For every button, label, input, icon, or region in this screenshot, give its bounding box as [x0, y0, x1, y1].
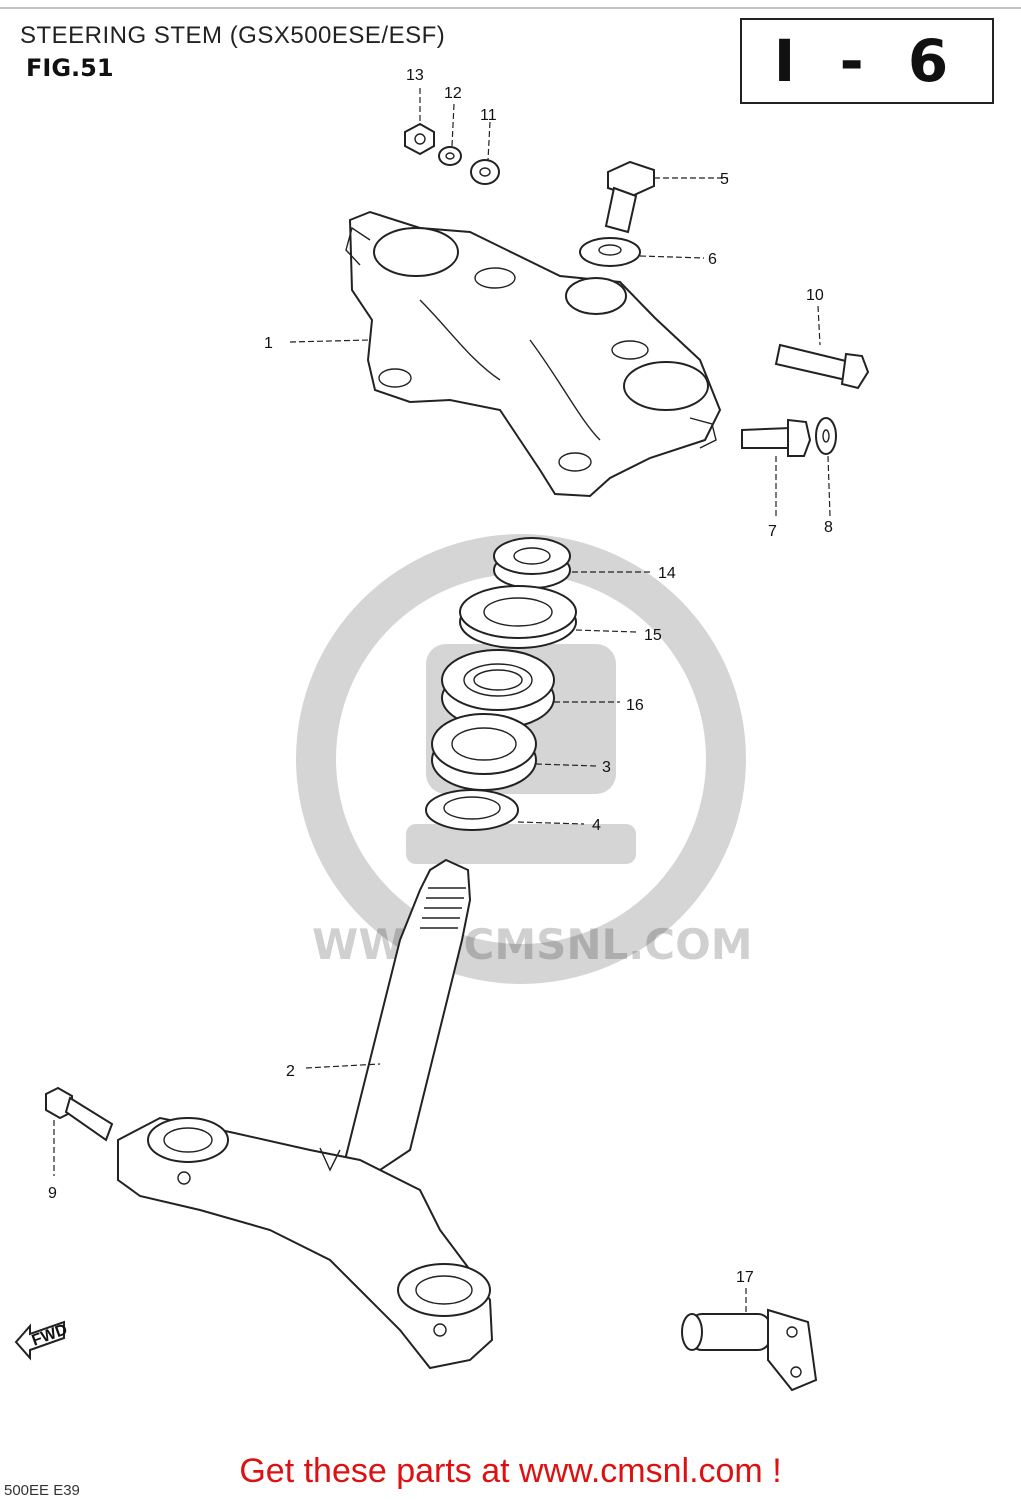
part-16-bearing [441, 649, 555, 729]
part-17-steering-lock [681, 1308, 818, 1392]
callout-11: 11 [480, 107, 497, 124]
callout-14: 14 [658, 565, 676, 582]
part-12-lock-washer [438, 146, 462, 166]
callout-5: 5 [720, 171, 729, 188]
callout-15: 15 [644, 627, 662, 644]
callout-8: 8 [824, 519, 833, 536]
callout-16: 16 [626, 697, 644, 714]
callout-4: 4 [592, 817, 601, 834]
part-13-nut [404, 122, 435, 156]
watermark-url: WWW.CMSNL.COM [312, 920, 753, 969]
part-11-washer [470, 159, 500, 185]
page-reference-box: I - 6 [740, 18, 994, 104]
callout-13: 13 [406, 67, 424, 84]
callout-17: 17 [736, 1269, 754, 1286]
callout-numbers: 1 2 3 4 5 6 7 8 9 10 11 12 13 14 15 16 1… [48, 67, 833, 1286]
page-title: STEERING STEM (GSX500ESE/ESF) [20, 22, 446, 49]
callout-10: 10 [806, 287, 824, 304]
callout-7: 7 [768, 523, 777, 540]
part-15-dust-seal [459, 585, 577, 649]
part-2-steering-stem [117, 858, 494, 1370]
fwd-arrow-label: FWD [30, 1321, 70, 1349]
part-8-washer [815, 417, 837, 455]
leader-lines [53, 88, 831, 1314]
part-5-bolt [604, 160, 655, 234]
part-14-steering-nut [493, 537, 571, 589]
callout-6: 6 [708, 251, 717, 268]
part-10-bolt [774, 343, 870, 390]
part-7-bolt [741, 418, 812, 457]
part-3-bearing [431, 713, 537, 791]
part-9-bolt [45, 1086, 114, 1142]
part-4-washer [425, 789, 519, 831]
figure-number: FIG.51 [26, 54, 114, 82]
part-6-washer [579, 237, 641, 267]
callout-3: 3 [602, 759, 611, 776]
callout-12: 12 [444, 85, 462, 102]
callout-2: 2 [286, 1063, 295, 1080]
callout-1: 1 [264, 335, 273, 352]
fwd-arrow: FWD [14, 1320, 70, 1361]
part-1-upper-bracket [345, 210, 722, 498]
footer-parts-link[interactable]: Get these parts at www.cmsnl.com ! [239, 1452, 782, 1490]
footer-code: 500EE E39 [4, 1482, 80, 1499]
callout-9: 9 [48, 1185, 57, 1202]
